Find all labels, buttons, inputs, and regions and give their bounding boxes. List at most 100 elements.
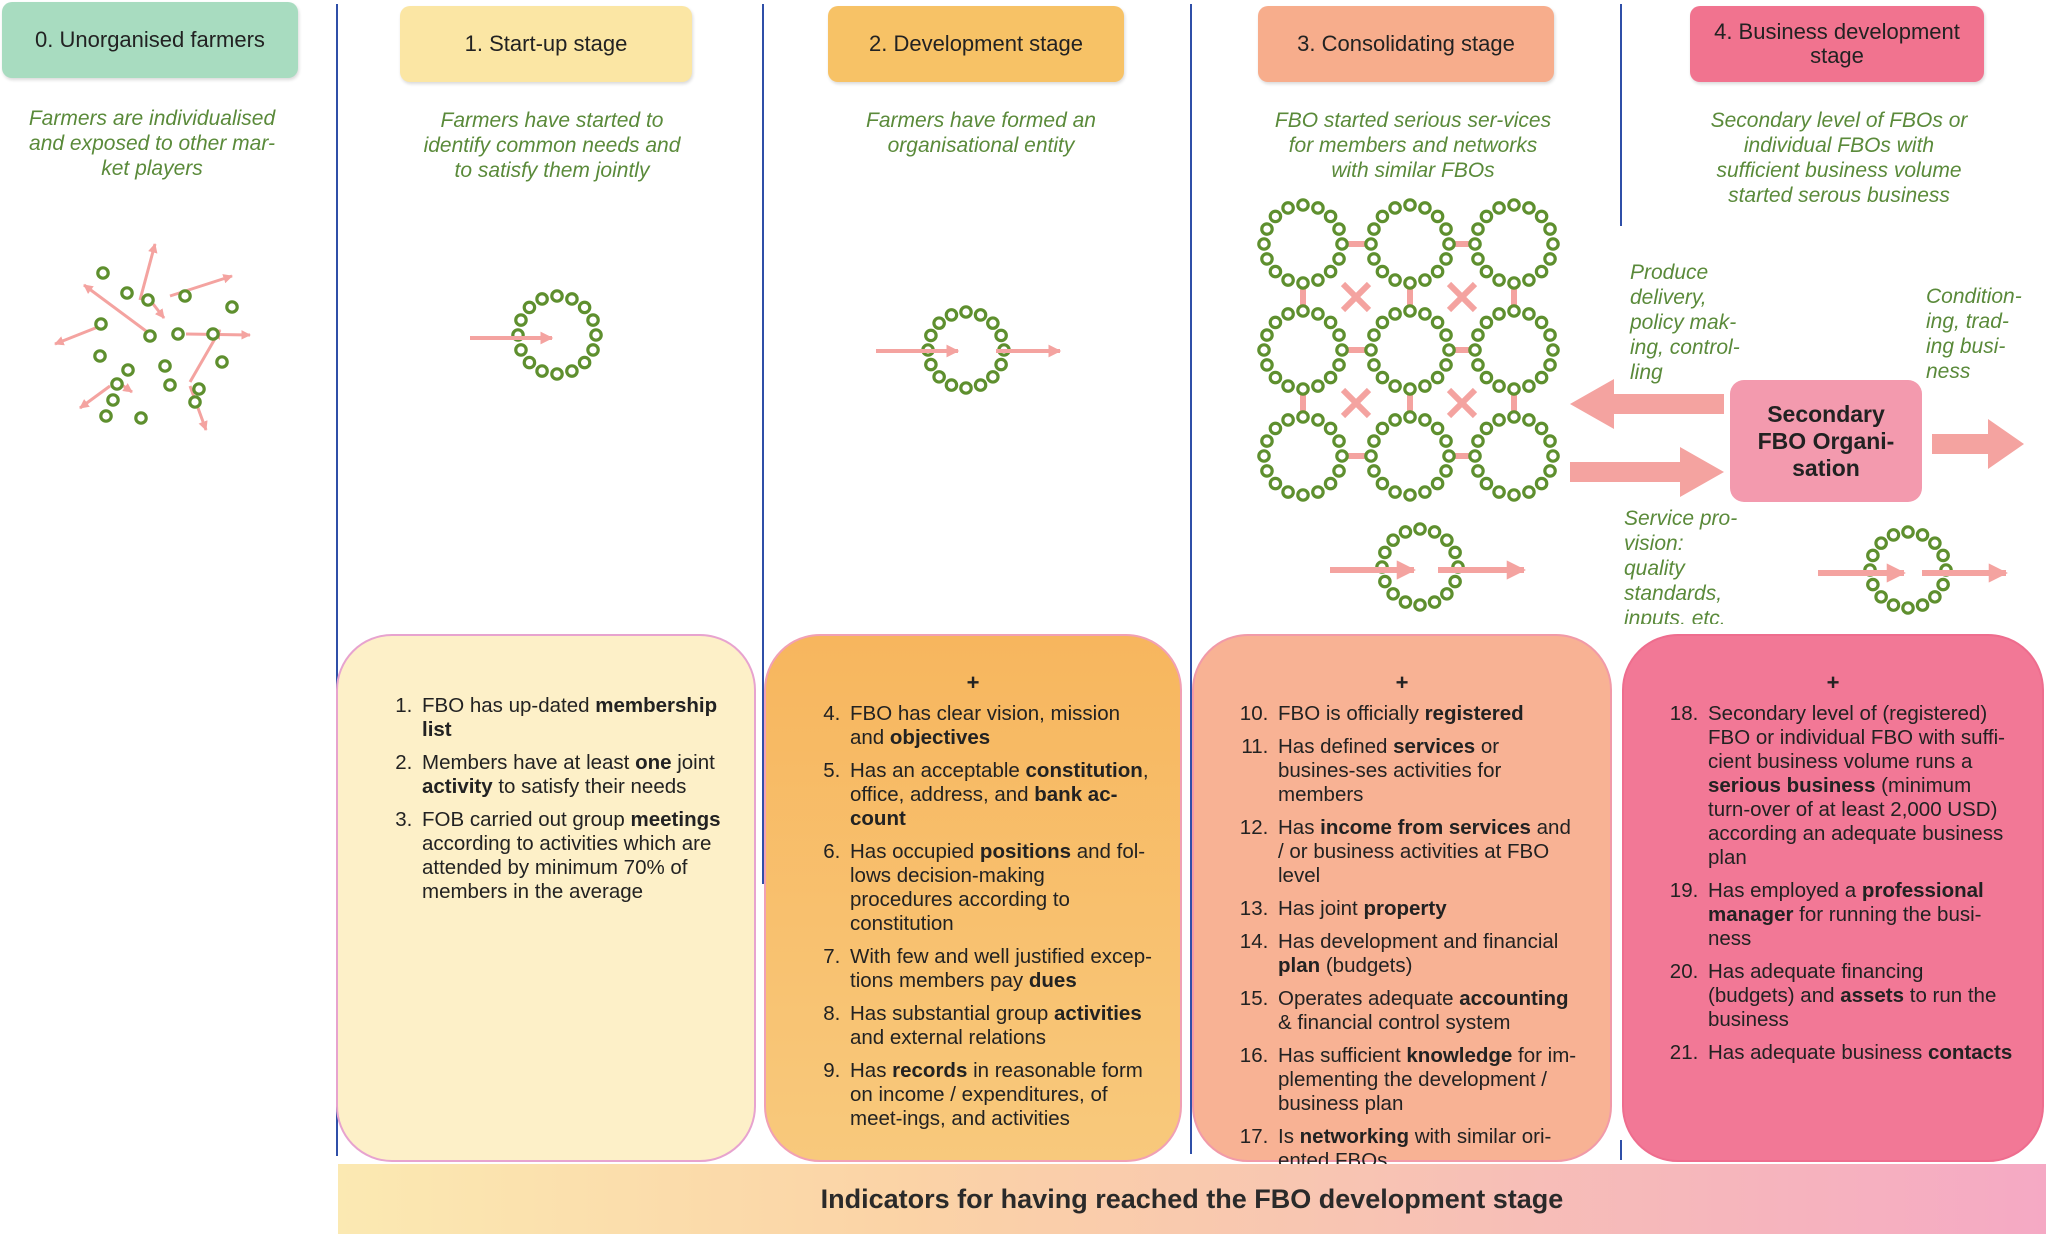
- bead: [1332, 434, 1346, 448]
- indicator-item-21: Has adequate business contacts: [1704, 1041, 2014, 1065]
- bead: [1375, 315, 1390, 330]
- bead: [1427, 525, 1442, 539]
- indicator-item-12: Has income from services and / or busine…: [1274, 816, 1582, 888]
- indicator-item-11: Has defined services or busines-ses acti…: [1274, 735, 1582, 807]
- bead: [1507, 276, 1521, 290]
- indicator-item-5: Has an acceptable constitution, office, …: [846, 759, 1152, 831]
- bead: [1335, 237, 1349, 251]
- bead: [1367, 464, 1381, 478]
- bead: [1507, 382, 1521, 396]
- bead: [1936, 548, 1950, 563]
- network-cross: [1446, 387, 1478, 419]
- indicator-item-4: FBO has clear vision, mission and object…: [846, 702, 1152, 750]
- bead: [1388, 273, 1402, 287]
- indicator-item-6: Has occupied positions and fol-lows deci…: [846, 840, 1152, 936]
- indicator-item-9: Has records in reasonable form on income…: [846, 1059, 1152, 1131]
- farmer-dot: [178, 289, 192, 303]
- bead: [586, 343, 600, 357]
- bead: [1311, 379, 1325, 393]
- bead: [1257, 343, 1271, 357]
- bead: [1901, 601, 1915, 615]
- farmer-dot: [188, 395, 202, 409]
- indicator-item-19: Has employed a professional manager for …: [1704, 879, 2014, 951]
- arrow-to-network: [1570, 379, 1724, 429]
- bead: [1468, 343, 1482, 357]
- bead: [1430, 264, 1445, 279]
- bead: [1418, 379, 1432, 393]
- bead: [522, 355, 537, 370]
- farmer-dot: [215, 355, 229, 369]
- farmer-dot: [141, 293, 155, 307]
- bead: [1439, 358, 1453, 372]
- bead: [1323, 476, 1338, 491]
- bead: [535, 292, 549, 306]
- bead: [1534, 370, 1549, 385]
- bead: [1479, 264, 1494, 279]
- bead: [1323, 315, 1338, 330]
- indicator-item-1: FBO has up-dated membership list: [418, 694, 726, 742]
- indicator-plus-stage-3: +: [1395, 670, 1409, 695]
- bead: [1281, 307, 1295, 321]
- bead: [1323, 421, 1338, 436]
- bead: [1507, 410, 1521, 424]
- bead: [1492, 413, 1506, 427]
- bead: [1281, 201, 1295, 215]
- network-ring: [1468, 410, 1560, 502]
- secondary-left-top-label: Produce delivery, policy mak-ing, contro…: [1630, 261, 1740, 384]
- bead: [1440, 587, 1454, 601]
- farmer-dot: [96, 266, 110, 280]
- bead: [1534, 476, 1549, 491]
- indicator-item-18: Secondary level of (registered) FBO or i…: [1704, 702, 2014, 870]
- bead: [1522, 273, 1536, 287]
- bead: [514, 313, 528, 327]
- bead: [1335, 449, 1349, 463]
- stage-2-label: 2. Development stage: [868, 31, 1084, 56]
- bead: [1367, 328, 1381, 342]
- bead: [1492, 201, 1506, 215]
- bead: [1442, 237, 1456, 251]
- farmer-dot: [93, 349, 107, 363]
- bead: [1543, 434, 1557, 448]
- indicator-item-10: FBO is officially registered: [1274, 702, 1582, 726]
- bead: [1471, 464, 1485, 478]
- farmer-dot: [106, 393, 120, 407]
- bead: [1534, 315, 1549, 330]
- bead: [1398, 525, 1413, 539]
- secondary-fbo-organisation-label: Secondary FBO Organi-sation: [1757, 400, 1895, 481]
- bead: [1543, 358, 1557, 372]
- bead: [1311, 273, 1325, 287]
- bead: [1311, 201, 1325, 215]
- bead: [1442, 449, 1456, 463]
- bead: [1522, 201, 1536, 215]
- bead: [1296, 488, 1310, 502]
- bead: [1323, 209, 1338, 224]
- farmer-dot: [206, 327, 220, 341]
- bead: [959, 381, 973, 395]
- bead: [1546, 237, 1560, 251]
- bead: [1430, 315, 1445, 330]
- bead: [1367, 252, 1381, 266]
- indicator-plus-stage-2: +: [966, 670, 980, 695]
- bead: [1268, 209, 1283, 224]
- bead: [1332, 252, 1346, 266]
- bead: [1332, 222, 1346, 236]
- bead: [1418, 201, 1432, 215]
- bead: [924, 357, 938, 372]
- indicator-box-stage-4: + Secondary level of (registered) FBO or…: [1622, 634, 2044, 1162]
- bead: [1388, 201, 1402, 215]
- bead: [1439, 464, 1453, 478]
- bead: [1335, 343, 1349, 357]
- farmer-dot: [171, 327, 185, 341]
- bead: [1257, 237, 1271, 251]
- indicator-item-20: Has adequate financing (budgets) and ass…: [1704, 960, 2014, 1032]
- bead: [1367, 434, 1381, 448]
- bead: [1367, 222, 1381, 236]
- stage-4-header: 4. Business development stage: [1690, 6, 1984, 82]
- secondary-right-label: Condition-ing, trad-ing busi-ness: [1926, 285, 2022, 383]
- network-cross: [1340, 281, 1372, 313]
- bead: [1296, 304, 1310, 318]
- bead: [535, 364, 549, 378]
- network-ring: [1468, 198, 1560, 290]
- bead: [1427, 595, 1442, 609]
- bead: [1479, 421, 1494, 436]
